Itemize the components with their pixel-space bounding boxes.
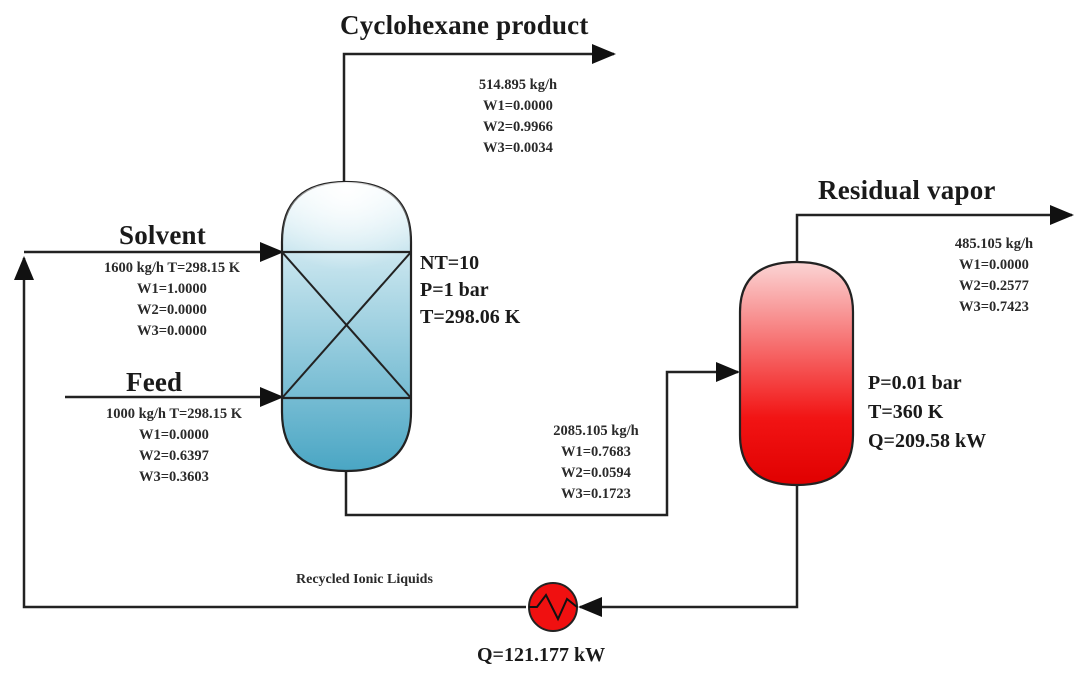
residual-vapor-w3: W3=0.7423 (959, 299, 1029, 315)
stream-line-column-bottoms (344, 362, 740, 517)
cyclohexane-product-w1: W1=0.0000 (483, 98, 553, 114)
extraction-column[interactable] (280, 180, 413, 473)
flash-temperature: T=360 K (868, 401, 944, 423)
recycle-stream-label: Recycled Ionic Liquids (296, 572, 433, 587)
feed-flow-temp: 1000 kg/h T=298.15 K (105, 406, 243, 422)
cyclohexane-product-label: Cyclohexane product (340, 10, 589, 40)
stream-line-recycle-return (13, 256, 526, 609)
stream-line-recycle (578, 484, 799, 617)
flash-duty: Q=209.58 kW (868, 430, 987, 452)
column-stages: NT=10 (420, 252, 480, 274)
feed-w2: W2=0.6397 (139, 448, 209, 464)
column-bottoms-flow: 2085.105 kg/h (553, 423, 639, 439)
cyclohexane-product-w3: W3=0.0034 (483, 140, 553, 156)
residual-vapor-flow: 485.105 kg/h (954, 236, 1034, 252)
column-parameters: NT=10 P=1 bar T=298.06 K (420, 250, 520, 331)
solvent-w3: W3=0.0000 (137, 323, 207, 339)
column-bottoms-data: 2085.105 kg/h W1=0.7683 W2=0.0594 W3=0.1… (536, 421, 656, 505)
residual-vapor-w2: W2=0.2577 (959, 278, 1029, 294)
residual-vapor-label: Residual vapor (818, 175, 996, 205)
solvent-data: 1600 kg/h T=298.15 K W1=1.0000 W2=0.0000… (72, 258, 272, 342)
column-bottoms-w1: W1=0.7683 (561, 444, 631, 460)
feed-w3: W3=0.3603 (139, 469, 209, 485)
cooler-heat-exchanger[interactable] (528, 582, 578, 632)
flash-pressure: P=0.01 bar (868, 372, 962, 394)
cyclohexane-product-flow: 514.895 kg/h (478, 77, 558, 93)
solvent-flow-temp: 1600 kg/h T=298.15 K (103, 260, 241, 276)
residual-vapor-w1: W1=0.0000 (959, 257, 1029, 273)
flash-drum[interactable] (738, 260, 855, 487)
column-pressure: P=1 bar (420, 279, 489, 301)
column-temperature: T=298.06 K (420, 306, 521, 328)
column-bottoms-w3: W3=0.1723 (561, 486, 631, 502)
column-bottoms-w2: W2=0.0594 (561, 465, 631, 481)
cyclohexane-product-data: 514.895 kg/h W1=0.0000 W2=0.9966 W3=0.00… (458, 75, 578, 159)
feed-label: Feed (126, 367, 183, 397)
flash-parameters: P=0.01 bar T=360 K Q=209.58 kW (868, 369, 986, 456)
heat-exchanger-zigzag-icon (529, 593, 578, 622)
stream-line-cyclohexane-product (342, 44, 616, 182)
cyclohexane-product-w2: W2=0.9966 (483, 119, 553, 135)
feed-w1: W1=0.0000 (139, 427, 209, 443)
solvent-w1: W1=1.0000 (137, 281, 207, 297)
solvent-w2: W2=0.0000 (137, 302, 207, 318)
cooler-duty: Q=121.177 kW (477, 644, 606, 666)
feed-data: 1000 kg/h T=298.15 K W1=0.0000 W2=0.6397… (74, 404, 274, 488)
residual-vapor-data: 485.105 kg/h W1=0.0000 W2=0.2577 W3=0.74… (934, 234, 1054, 318)
stream-line-residual-vapor (795, 205, 1074, 268)
solvent-label: Solvent (119, 220, 206, 250)
